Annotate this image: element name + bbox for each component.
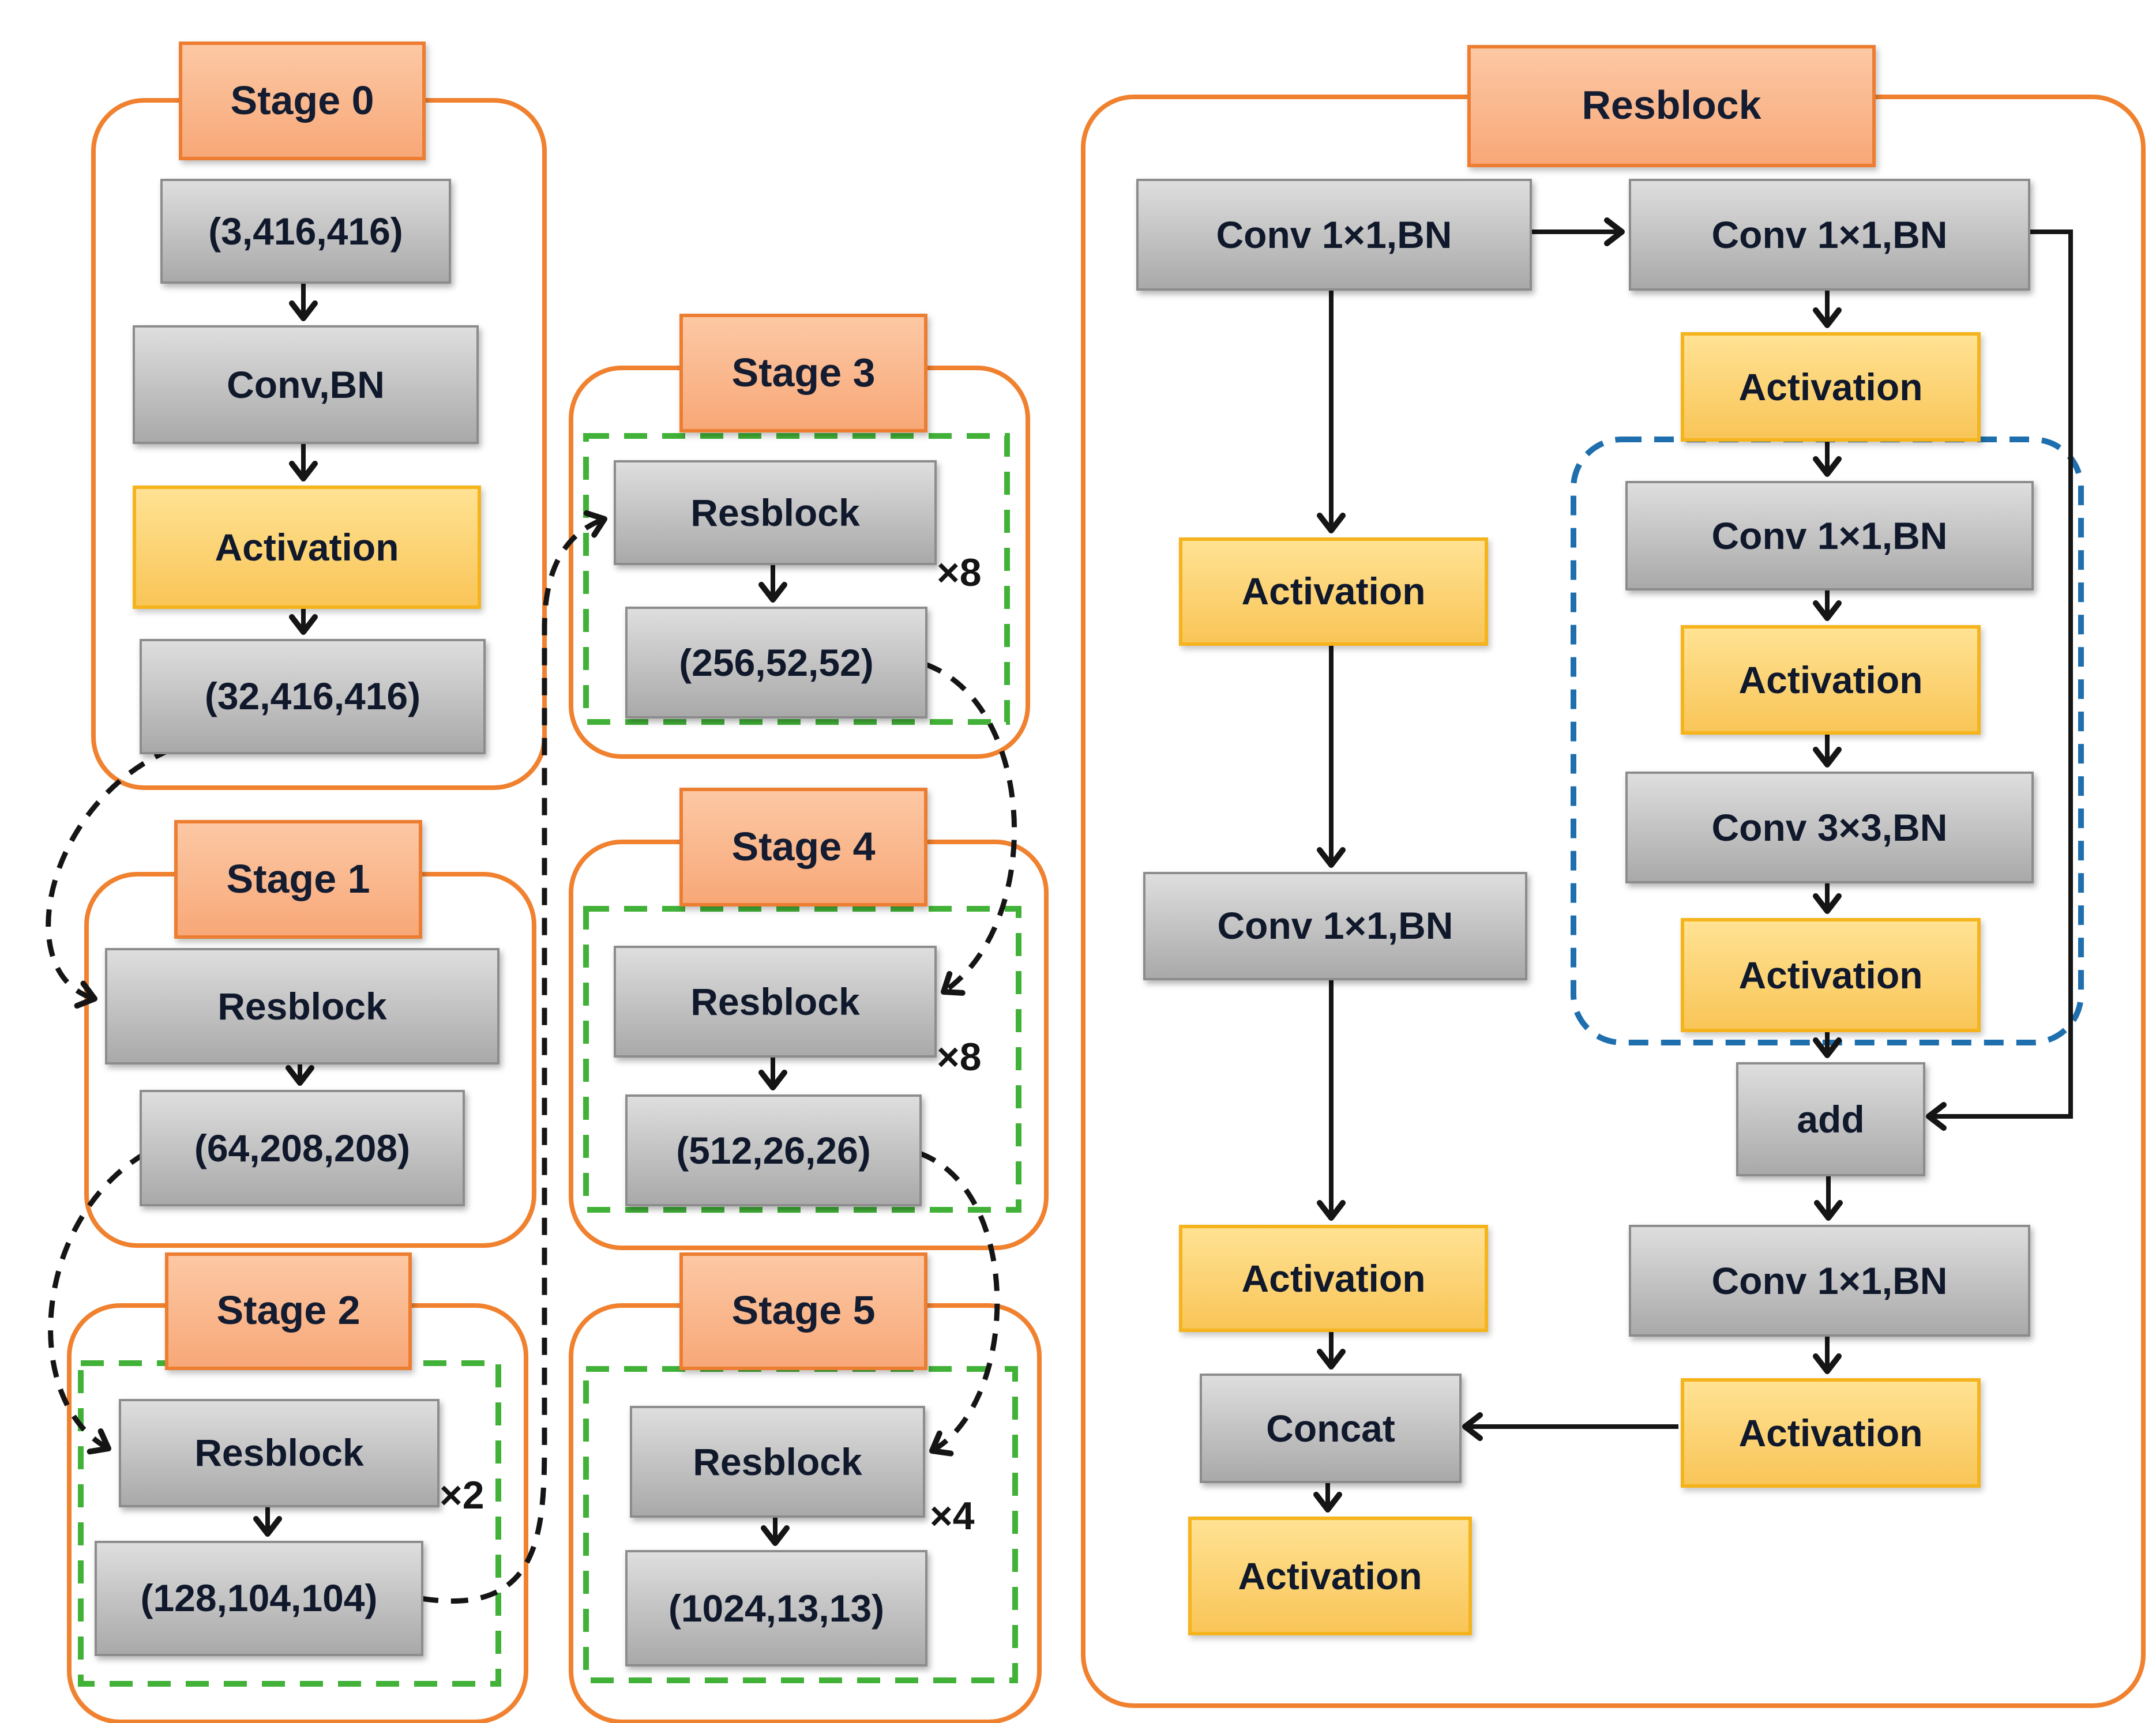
add-box: add	[1736, 1062, 1925, 1176]
stage1-output-shape-box: (64,208,208)	[140, 1090, 465, 1206]
stage0-header: Stage 0	[179, 42, 426, 160]
residual-conv1x1-box: Conv 1×1,BN	[1625, 481, 2034, 590]
stage2-resblock-box: Resblock	[119, 1399, 440, 1507]
stage2-repeat-label: ×2	[440, 1474, 484, 1518]
residual-activation1-box: Activation	[1681, 625, 1981, 735]
stage3-output-shape-box: (256,52,52)	[625, 607, 927, 718]
resblock-final-activation-box: Activation	[1188, 1517, 1472, 1635]
stage0-conv-bn-box: Conv,BN	[133, 325, 479, 444]
residual-conv3x3-box: Conv 3×3,BN	[1625, 772, 2034, 883]
resblock-detail-header: Resblock	[1467, 45, 1876, 167]
resblock-out-activation-box: Activation	[1681, 1378, 1981, 1488]
stage2-header: Stage 2	[165, 1252, 412, 1370]
stage0-input-shape-box: (3,416,416)	[160, 179, 451, 284]
stage4-resblock-box: Resblock	[614, 946, 937, 1058]
concat-box: Concat	[1200, 1374, 1462, 1483]
stage4-header: Stage 4	[679, 788, 927, 906]
stage4-output-shape-box: (512,26,26)	[625, 1094, 922, 1206]
stage5-header: Stage 5	[679, 1252, 927, 1370]
resblock-left-conv1x1-box: Conv 1×1,BN	[1136, 179, 1532, 291]
resblock-left-activation1-box: Activation	[1179, 537, 1488, 646]
stage1-resblock-box: Resblock	[105, 948, 499, 1064]
stage2-output-shape-box: (128,104,104)	[95, 1541, 423, 1656]
stage5-resblock-box: Resblock	[630, 1406, 925, 1518]
resblock-left-conv1x1b-box: Conv 1×1,BN	[1143, 872, 1527, 980]
stage3-repeat-label: ×8	[937, 551, 982, 595]
stage3-resblock-box: Resblock	[614, 460, 937, 565]
residual-activation2-box: Activation	[1681, 918, 1981, 1032]
stage5-repeat-label: ×4	[930, 1495, 975, 1538]
stage0-activation-box: Activation	[133, 486, 481, 609]
stage0-output-shape-box: (32,416,416)	[140, 639, 486, 754]
resblock-right-activation-box: Activation	[1681, 332, 1981, 442]
stage1-header: Stage 1	[174, 820, 422, 939]
stage5-output-shape-box: (1024,13,13)	[625, 1550, 927, 1666]
resblock-out-conv1x1-box: Conv 1×1,BN	[1629, 1225, 2030, 1337]
resblock-left-activation2-box: Activation	[1179, 1225, 1488, 1332]
resblock-right-conv1x1-box: Conv 1×1,BN	[1629, 179, 2030, 291]
stage3-header: Stage 3	[679, 314, 927, 432]
stage4-repeat-label: ×8	[937, 1036, 982, 1079]
